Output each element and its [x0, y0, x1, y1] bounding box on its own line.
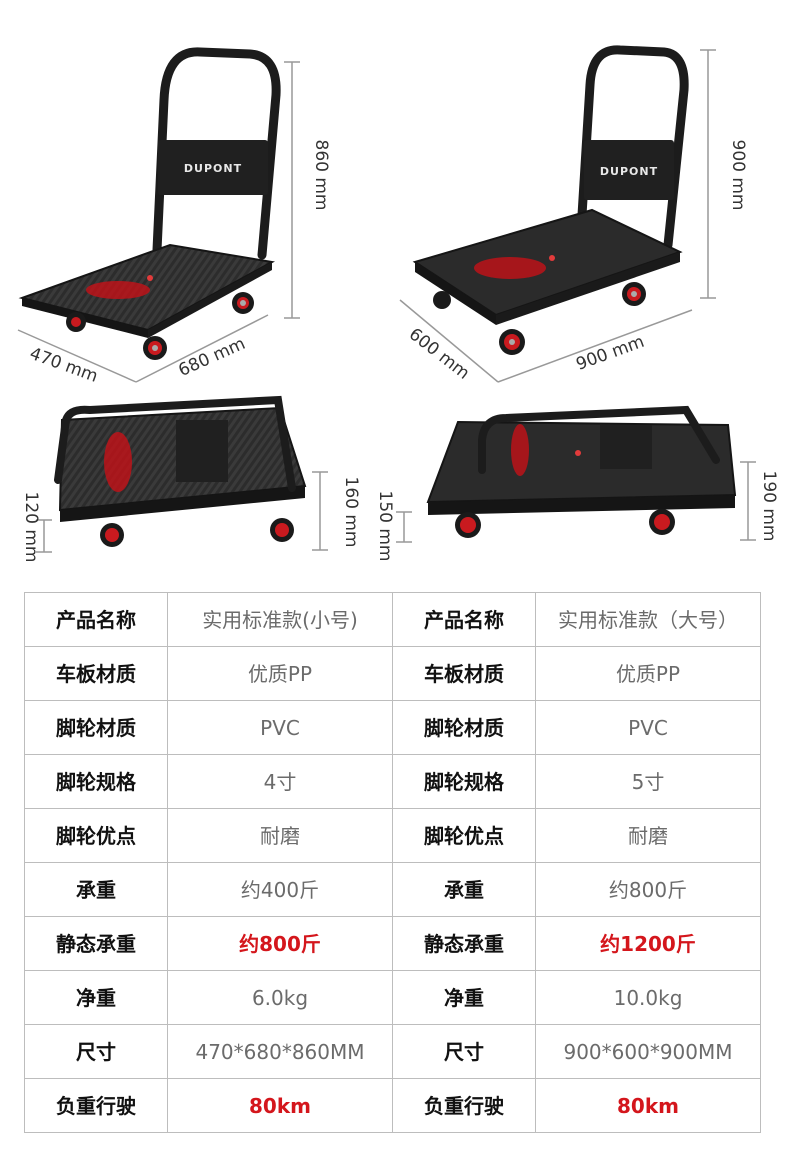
spec-value-cell: PVC — [535, 700, 761, 755]
spec-value-cell: 耐磨 — [167, 808, 393, 863]
spec-label-cell: 净重 — [24, 970, 168, 1025]
spec-label-cell: 净重 — [392, 970, 536, 1025]
small-handle-panel — [158, 140, 268, 195]
small-handle-logo: DUPONT — [184, 162, 242, 175]
spec-value-cell: 实用标准款（大号） — [535, 592, 761, 647]
spec-label-cell: 脚轮材质 — [392, 700, 536, 755]
spec-row: 产品名称实用标准款(小号)产品名称实用标准款（大号） — [24, 592, 761, 647]
large-folded-body-label: 190 mm — [759, 471, 779, 542]
large-deck-logo — [474, 257, 546, 279]
small-folded-illustration: 160 mm 120 mm — [21, 395, 361, 563]
spec-value-cell: 约800斤 — [167, 916, 393, 971]
large-height-label: 900 mm — [728, 140, 748, 211]
large-length-label: 900 mm — [574, 332, 648, 375]
spec-value-cell: 约400斤 — [167, 862, 393, 917]
spec-value-cell: 900*600*900MM — [535, 1024, 761, 1079]
spec-label-cell: 产品名称 — [24, 592, 168, 647]
spec-label-cell: 承重 — [24, 862, 168, 917]
product-illustration: DUPONT 860 mm 470 mm 680 mm DUPONT — [17, 45, 779, 563]
spec-label-cell: 尺寸 — [24, 1024, 168, 1079]
spec-label-cell: 车板材质 — [24, 646, 168, 701]
spec-value-cell: 4寸 — [167, 754, 393, 809]
spec-label-cell: 脚轮优点 — [392, 808, 536, 863]
spec-value-cell: 10.0kg — [535, 970, 761, 1025]
small-wheels — [66, 292, 254, 360]
small-height-label: 860 mm — [311, 140, 331, 211]
spec-value-cell: 5寸 — [535, 754, 761, 809]
spec-label-cell: 静态承重 — [392, 916, 536, 971]
spec-row: 静态承重约800斤静态承重约1200斤 — [24, 916, 761, 971]
spec-value-cell: 约800斤 — [535, 862, 761, 917]
spec-value-cell: 耐磨 — [535, 808, 761, 863]
spec-row: 脚轮优点耐磨脚轮优点耐磨 — [24, 808, 761, 863]
spec-label-cell: 车板材质 — [392, 646, 536, 701]
large-wheels — [433, 282, 646, 355]
small-deck-logo — [86, 281, 150, 299]
spec-label-cell: 脚轮规格 — [24, 754, 168, 809]
product-image-area: DUPONT 860 mm 470 mm 680 mm DUPONT — [17, 45, 779, 563]
spec-value-cell: 470*680*860MM — [167, 1024, 393, 1079]
spec-label-cell: 脚轮优点 — [24, 808, 168, 863]
spec-value-cell: 优质PP — [167, 646, 393, 701]
large-trolley-illustration: DUPONT 900 mm 600 mm 900 mm — [399, 45, 748, 384]
spec-label-cell: 产品名称 — [392, 592, 536, 647]
spec-label-cell: 承重 — [392, 862, 536, 917]
small-length-label: 680 mm — [175, 334, 248, 381]
small-folded-wheel-label: 120 mm — [21, 492, 41, 563]
large-handle-panel — [584, 140, 674, 200]
spec-value-cell: 80km — [167, 1078, 393, 1133]
spec-label-cell: 脚轮材质 — [24, 700, 168, 755]
spec-label-cell: 负重行驶 — [24, 1078, 168, 1133]
spec-label-cell: 尺寸 — [392, 1024, 536, 1079]
spec-label-cell: 静态承重 — [24, 916, 168, 971]
spec-label-cell: 脚轮规格 — [392, 754, 536, 809]
spec-row: 承重约400斤承重约800斤 — [24, 862, 761, 917]
large-folded-wheel-label: 150 mm — [375, 491, 395, 562]
spec-label-cell: 负重行驶 — [392, 1078, 536, 1133]
spec-value-cell: 80km — [535, 1078, 761, 1133]
spec-value-cell: PVC — [167, 700, 393, 755]
large-folded-illustration: 190 mm 150 mm — [375, 405, 779, 562]
spec-value-cell: 实用标准款(小号) — [167, 592, 393, 647]
small-folded-body-label: 160 mm — [341, 477, 361, 548]
large-handle-logo: DUPONT — [600, 165, 658, 178]
spec-value-cell: 6.0kg — [167, 970, 393, 1025]
spec-value-cell: 优质PP — [535, 646, 761, 701]
spec-value-cell: 约1200斤 — [535, 916, 761, 971]
small-trolley-illustration: DUPONT 860 mm 470 mm 680 mm — [17, 47, 331, 387]
